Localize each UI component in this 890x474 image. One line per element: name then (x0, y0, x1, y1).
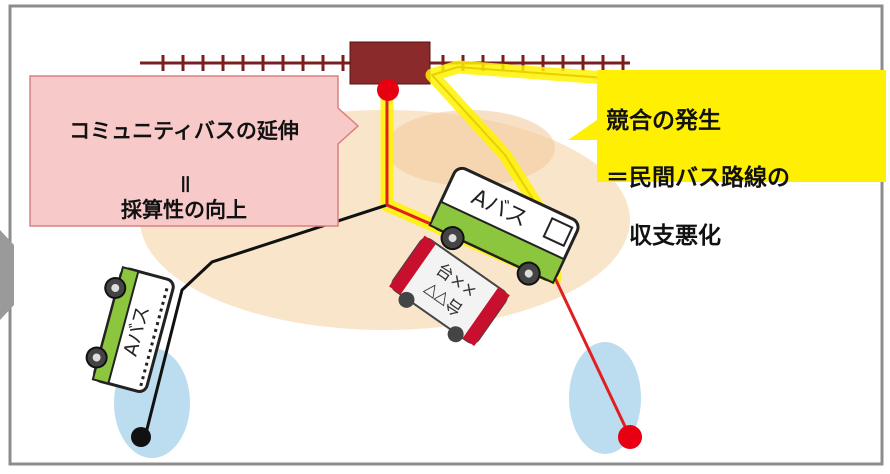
community-bus-terminal (131, 427, 151, 447)
competition-callout-line3: 収支悪化 (606, 222, 721, 249)
station-building (349, 41, 431, 85)
competition-callout-text: 競合の発生 ＝民間バス路線の 収支悪化 (606, 78, 876, 279)
competition-callout-line2: ＝民間バス路線の (606, 165, 790, 192)
station-stop (377, 79, 399, 101)
community-bus-callout (29, 75, 360, 227)
left-arrow-shape (0, 230, 14, 320)
competition-callout (568, 70, 886, 182)
community-bus-callout-line1: コミュニティバスの延伸 (69, 119, 299, 144)
community-bus-callout-line3: 採算性の向上 (121, 198, 247, 222)
stop-zone-right (569, 342, 641, 454)
community-bus-callout-equals: ＝ (172, 173, 197, 195)
private-bus-terminal (618, 425, 642, 449)
competition-callout-line1: 競合の発生 (606, 107, 721, 134)
community-bus-callout-text: コミュニティバスの延伸 ＝ 採算性の向上 (34, 92, 334, 250)
bus-a-lower: Aバス (85, 266, 175, 393)
private-bus: 台×× 台▽▽ (389, 235, 510, 347)
